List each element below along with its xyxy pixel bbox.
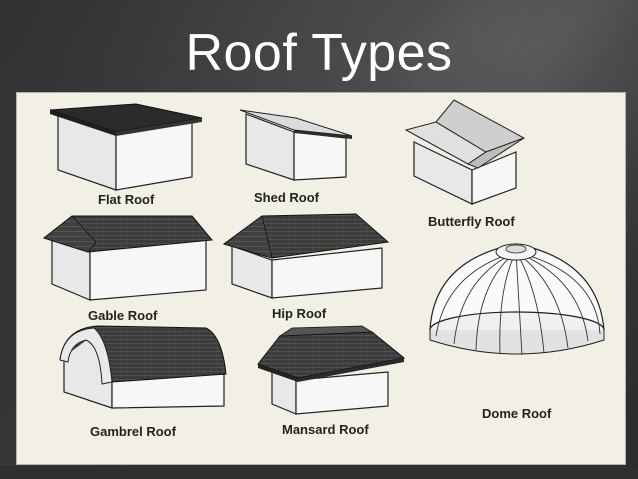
slide-bottom-edge bbox=[0, 466, 638, 479]
roof-types-illustration: Flat Roof Shed Roof Butterfly Roof Gable… bbox=[16, 92, 626, 465]
roof-label-gambrel: Gambrel Roof bbox=[90, 424, 176, 439]
roof-label-hip: Hip Roof bbox=[272, 306, 327, 321]
roof-label-butterfly: Butterfly Roof bbox=[428, 214, 515, 229]
roof-label-shed: Shed Roof bbox=[254, 190, 319, 205]
roof-label-dome: Dome Roof bbox=[482, 406, 552, 421]
slide-title: Roof Types bbox=[185, 24, 453, 82]
gable-roof-drawing bbox=[42, 215, 213, 301]
gambrel-roof-drawing bbox=[59, 325, 227, 409]
roof-label-gable: Gable Roof bbox=[88, 308, 158, 323]
roof-drawings bbox=[42, 99, 605, 415]
roof-label-mansard: Mansard Roof bbox=[282, 422, 369, 437]
shed-roof-drawing bbox=[239, 109, 353, 181]
hip-roof-drawing bbox=[222, 213, 390, 299]
roof-label-flat: Flat Roof bbox=[98, 192, 155, 207]
dome-roof-drawing bbox=[429, 243, 605, 356]
mansard-roof-drawing bbox=[257, 325, 406, 415]
butterfly-roof-drawing bbox=[404, 99, 526, 205]
flat-roof-drawing bbox=[49, 103, 203, 191]
